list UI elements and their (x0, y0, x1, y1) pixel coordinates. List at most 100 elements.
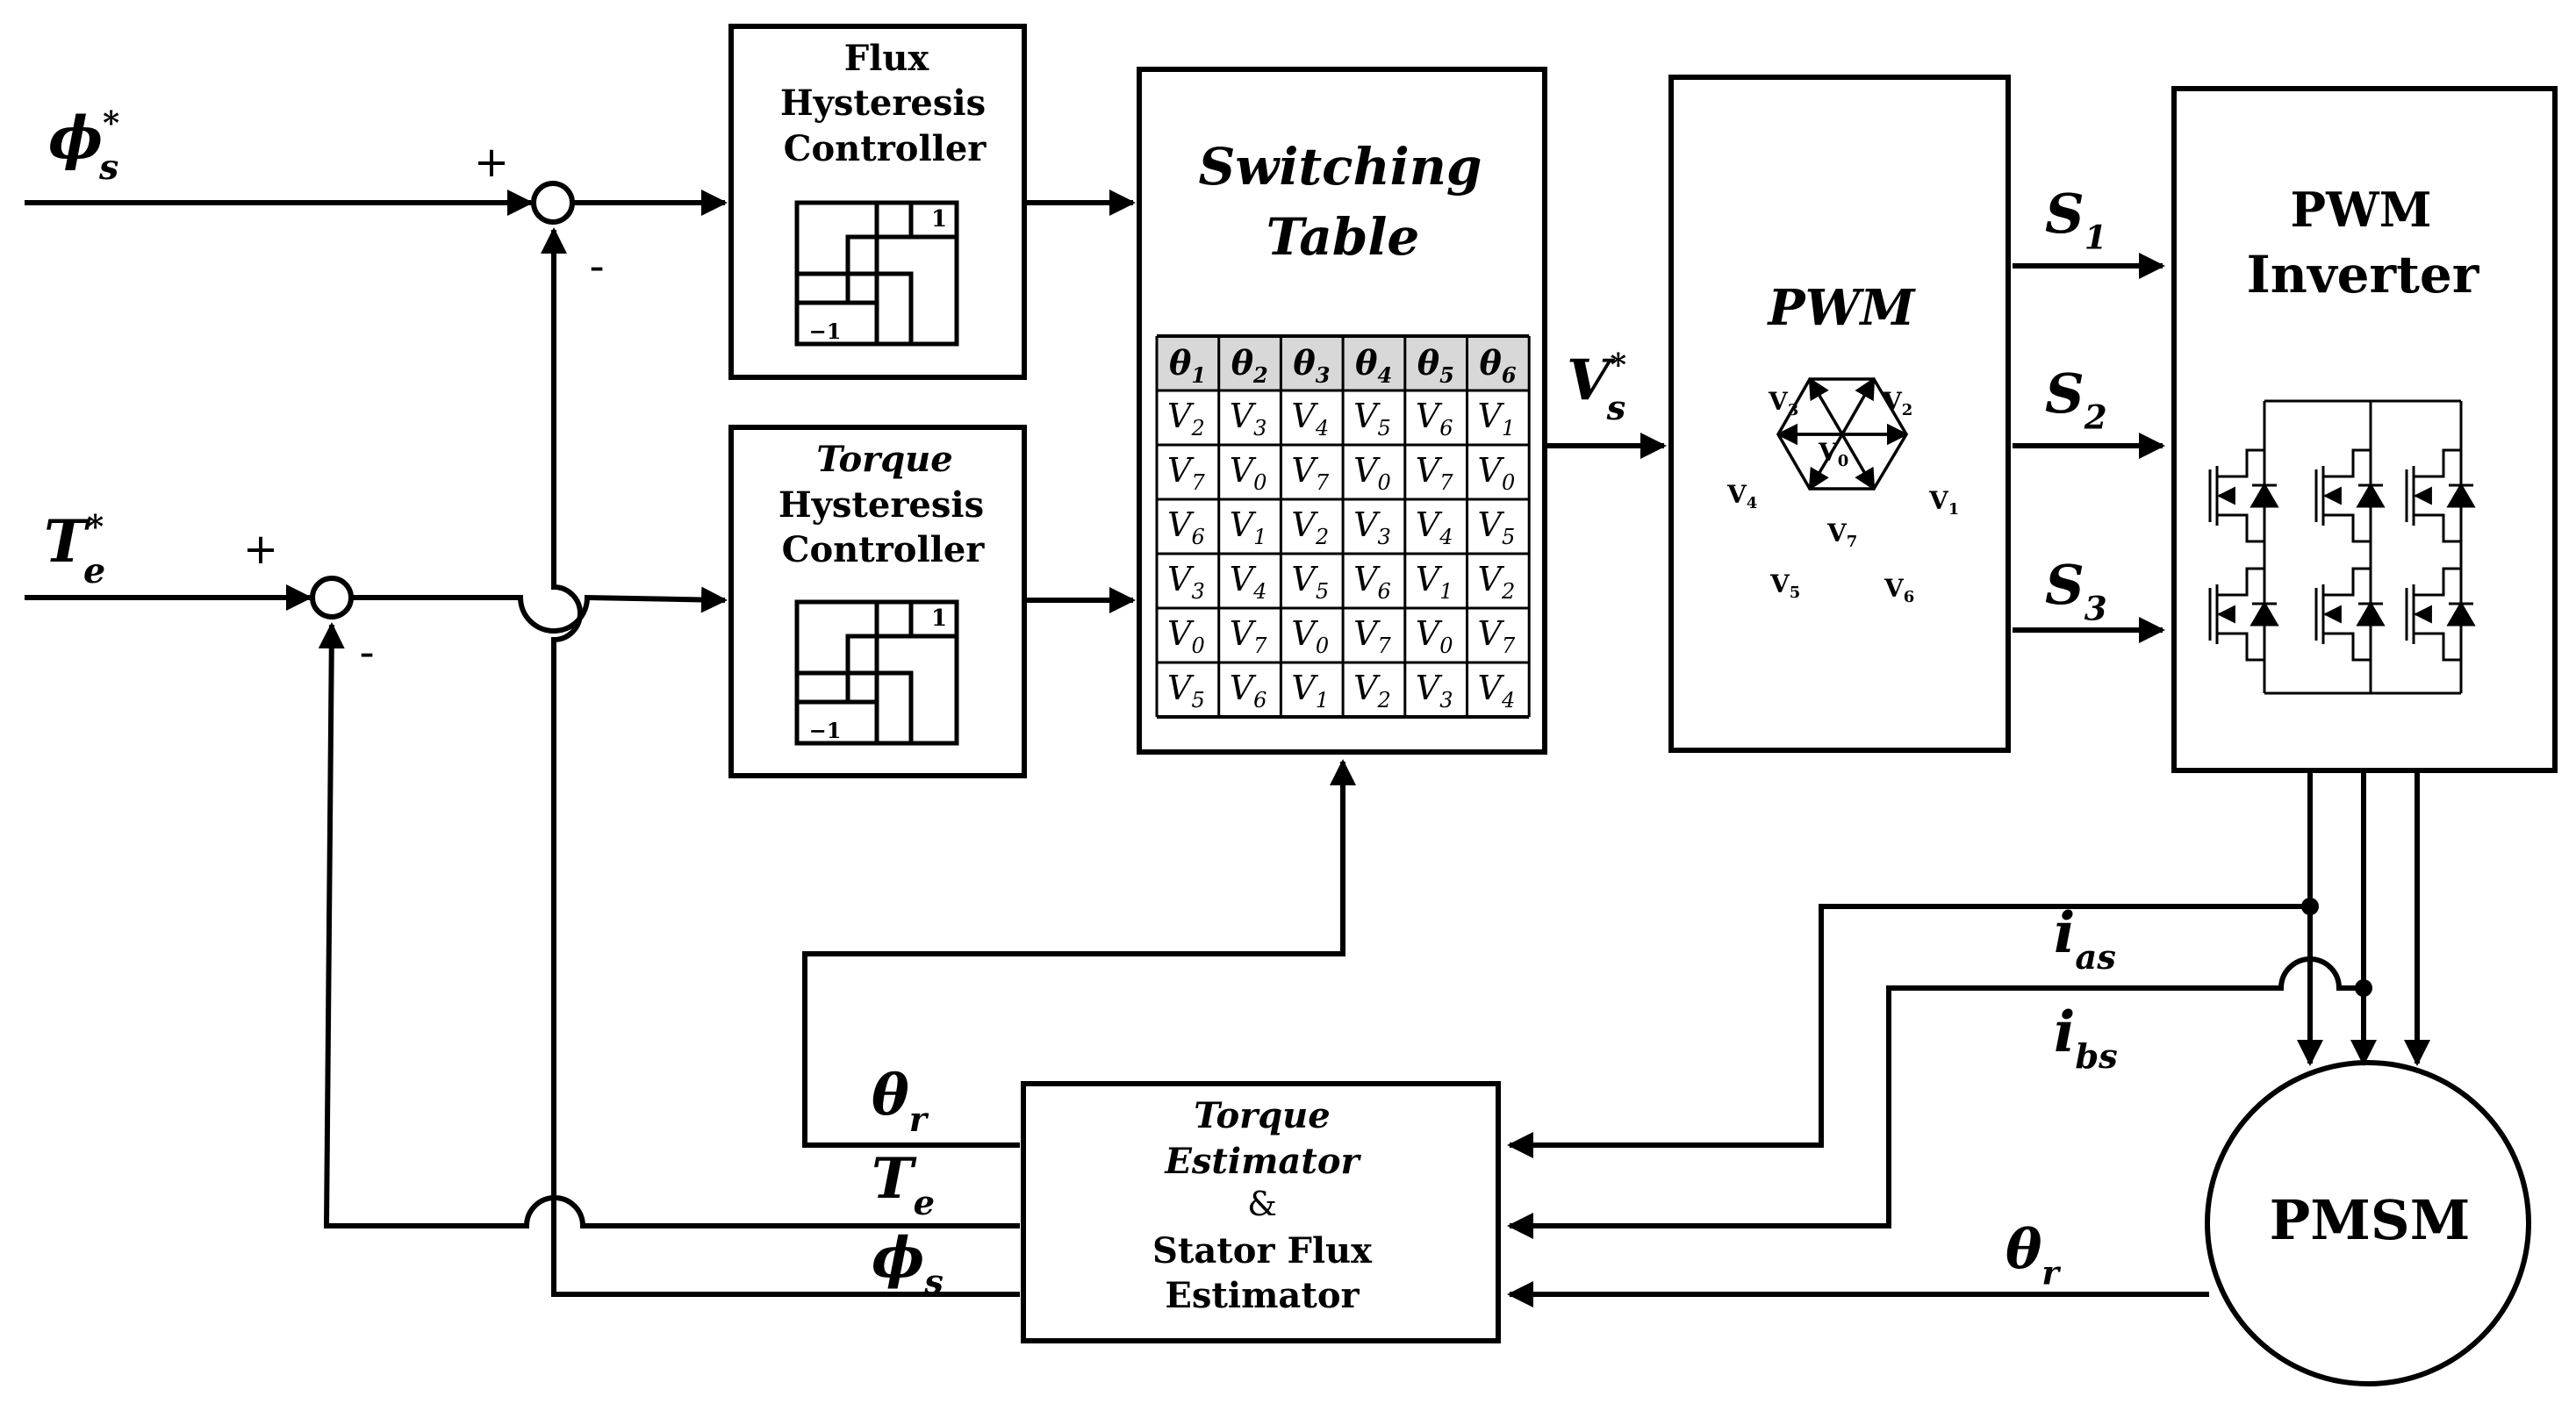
pwm-vector-label-6: V6 (1884, 574, 1914, 606)
flux-plus-sign: + (474, 138, 509, 187)
switch-signal-label-3: S3 (2045, 553, 2107, 628)
pwm-vector-label-1: V1 (1928, 486, 1959, 519)
pwm-vector-label-2: V2 (1882, 387, 1912, 419)
torque-controller-line3: Controller (782, 529, 986, 570)
torque-hysteresis-icon (794, 599, 959, 746)
estimator-output-label-3: ϕs (872, 1225, 944, 1302)
table-header-cell: θ4 (1355, 343, 1392, 388)
current-label-bs: ibs (2054, 999, 2118, 1077)
torque-ref-label: T*e (44, 507, 105, 591)
pwm-vector-label-3: V3 (1768, 387, 1798, 419)
estimator-line5: Estimator (1165, 1275, 1360, 1316)
igbt-switch (2314, 448, 2386, 543)
torque-minus-sign: - (359, 628, 374, 677)
table-cell: V5 (1478, 505, 1516, 549)
torque-error-line (351, 586, 728, 634)
table-cell: V4 (1230, 560, 1267, 604)
igbt-switch (2208, 448, 2279, 543)
pwm-vector-label-5: V5 (1769, 569, 1800, 602)
motor-theta-label: θr (2006, 1217, 2061, 1293)
inverter-title2: Inverter (2247, 245, 2480, 304)
table-header-cell: θ6 (1480, 343, 1517, 388)
torque-summing-junction (310, 576, 354, 620)
vs-ref-label: V*s (1567, 347, 1626, 428)
estimator-output-label-1: θr (872, 1063, 929, 1140)
table-cell: V5 (1291, 560, 1329, 604)
flux-hysteresis-icon (794, 200, 959, 347)
torque-controller-title: Torque (816, 439, 952, 480)
inverter-block (2171, 86, 2558, 773)
table-header-cell: θ1 (1169, 343, 1206, 388)
torque-controller-line2: Hysteresis (779, 484, 984, 526)
inverter-title: PWM (2290, 182, 2431, 238)
table-cell: V7 (1291, 451, 1329, 495)
table-cell: V3 (1167, 560, 1205, 604)
ibs-junction (2355, 979, 2372, 997)
motor-label: PMSM (2270, 1188, 2471, 1252)
estimator-block (1021, 1081, 1501, 1343)
switch-signal-label-2: S2 (2045, 362, 2107, 437)
table-cell: V0 (1478, 451, 1516, 495)
flux-controller-title: Flux (844, 38, 930, 79)
switch-signal-label-1: S1 (2045, 182, 2107, 257)
table-cell: V6 (1416, 397, 1453, 440)
flux-summing-junction (531, 181, 575, 225)
table-cell: V5 (1353, 397, 1391, 440)
table-cell: V6 (1353, 560, 1391, 604)
table-cell: V1 (1416, 560, 1453, 604)
flux-ref-label: ϕ*s (48, 104, 119, 188)
flux-controller-line3: Controller (784, 128, 987, 169)
pwm-title: PWM (1767, 279, 1917, 337)
table-cell: V0 (1291, 614, 1329, 658)
table-cell: V7 (1230, 614, 1267, 658)
table-cell: V0 (1353, 451, 1391, 495)
flux-controller-line2: Hysteresis (780, 82, 986, 124)
table-cell: V7 (1353, 614, 1391, 658)
switching-table-title2: Table (1266, 207, 1420, 267)
switching-table-title: Switching (1199, 137, 1482, 197)
flux-level-low: −1 (809, 319, 842, 344)
torque-controller-block (728, 425, 1027, 778)
table-header-cell: θ2 (1231, 343, 1268, 388)
table-cell: V2 (1167, 397, 1205, 440)
ibs-line (1507, 956, 2364, 1239)
torque-feedback-line (318, 622, 1020, 1228)
table-cell: V2 (1353, 669, 1391, 713)
pwm-vector-label-7: V7 (1826, 519, 1857, 551)
table-cell: V4 (1478, 669, 1516, 713)
flux-controller-block (728, 24, 1027, 380)
switching-table-block (1137, 67, 1547, 755)
table-header-cell: θ5 (1417, 343, 1454, 388)
flux-level-high: 1 (931, 206, 947, 233)
theta-feedback-line (802, 759, 1356, 1148)
igbt-switch (2405, 448, 2476, 543)
pwm-hexagon (1776, 376, 1909, 491)
table-cell: V2 (1291, 505, 1329, 549)
estimator-line3: & (1247, 1185, 1277, 1223)
flux-feedback-line (554, 230, 1020, 1297)
table-cell: V7 (1478, 614, 1516, 658)
estimator-line4: Stator Flux (1152, 1230, 1373, 1271)
igbt-switch (2314, 567, 2386, 662)
table-cell: V4 (1416, 505, 1453, 549)
igbt-switch (2208, 567, 2279, 662)
table-cell: V6 (1167, 505, 1205, 549)
table-cell: V3 (1416, 669, 1453, 713)
table-cell: V3 (1230, 397, 1267, 440)
table-cell: V1 (1291, 669, 1329, 713)
motor-circle (2205, 1060, 2531, 1386)
table-cell: V6 (1230, 669, 1267, 713)
table-cell: V7 (1167, 451, 1205, 495)
table-cell: V1 (1478, 397, 1516, 440)
table-cell: V0 (1230, 451, 1267, 495)
table-cell: V4 (1291, 397, 1329, 440)
table-cell: V5 (1167, 669, 1205, 713)
table-cell: V1 (1230, 505, 1267, 549)
igbt-switch (2405, 567, 2476, 662)
estimator-title: Torque (1194, 1095, 1330, 1136)
table-cell: V0 (1416, 614, 1453, 658)
current-label-as: ias (2054, 900, 2116, 978)
inverter-schematic (2263, 399, 2463, 695)
torque-level-low: −1 (809, 718, 842, 743)
